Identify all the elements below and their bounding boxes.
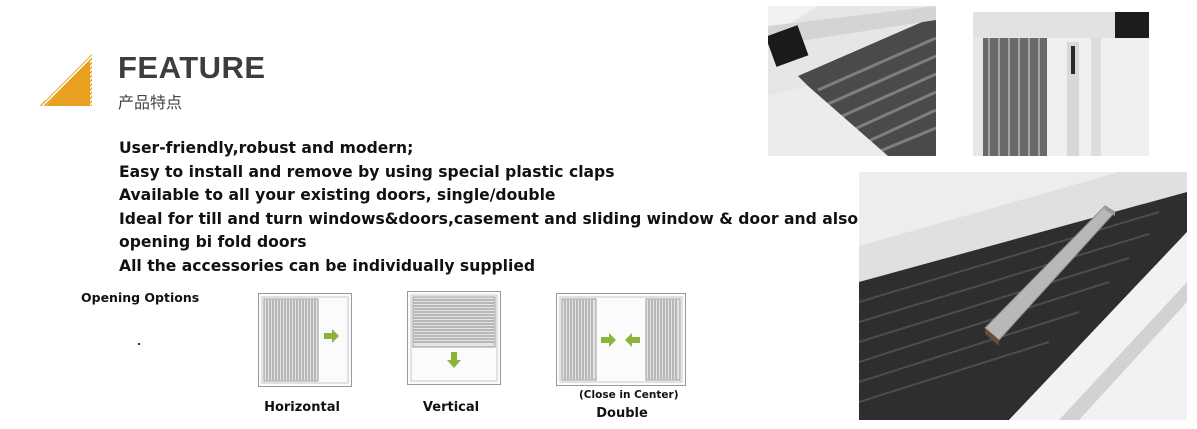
pleated-mesh-horizontal [263, 298, 319, 382]
product-photo-corner-pleats [768, 6, 936, 156]
feature-item: All the accessories can be individually … [119, 256, 536, 275]
feature-item: Ideal for till and turn windows&doors,ca… [119, 209, 940, 228]
feature-logo-icon [38, 54, 92, 106]
double-option-note: (Close in Center) [579, 389, 679, 401]
arrow-down-icon [447, 352, 461, 368]
feature-subtitle: 产品特点 [118, 93, 183, 112]
feature-list: User-friendly,robust and modern; Easy to… [119, 137, 939, 278]
product-photo-vertical-pleats [973, 12, 1149, 156]
arrows-inward-icon [601, 333, 640, 347]
horizontal-option-diagram [258, 293, 352, 387]
double-option-label: Double [596, 406, 648, 421]
opening-options-heading: Opening Options [81, 290, 200, 305]
pleated-mesh-left [561, 298, 597, 381]
feature-item: opening bi fold doors [119, 233, 307, 251]
product-photo-handle-closeup [859, 172, 1187, 420]
arrow-right-icon [324, 329, 339, 343]
feature-item: Easy to install and remove by using spec… [119, 162, 615, 181]
pleated-mesh-vertical [412, 296, 496, 348]
pleated-mesh-right [645, 298, 681, 381]
double-option-diagram [556, 293, 686, 386]
stray-dot [138, 343, 140, 345]
vertical-option-diagram [407, 291, 501, 385]
feature-title: FEATURE [118, 50, 266, 85]
vertical-option-label: Vertical [422, 400, 480, 415]
horizontal-option-label: Horizontal [264, 400, 340, 415]
feature-item: Available to all your existing doors, si… [119, 186, 556, 204]
feature-item: User-friendly,robust and modern; [119, 139, 414, 157]
